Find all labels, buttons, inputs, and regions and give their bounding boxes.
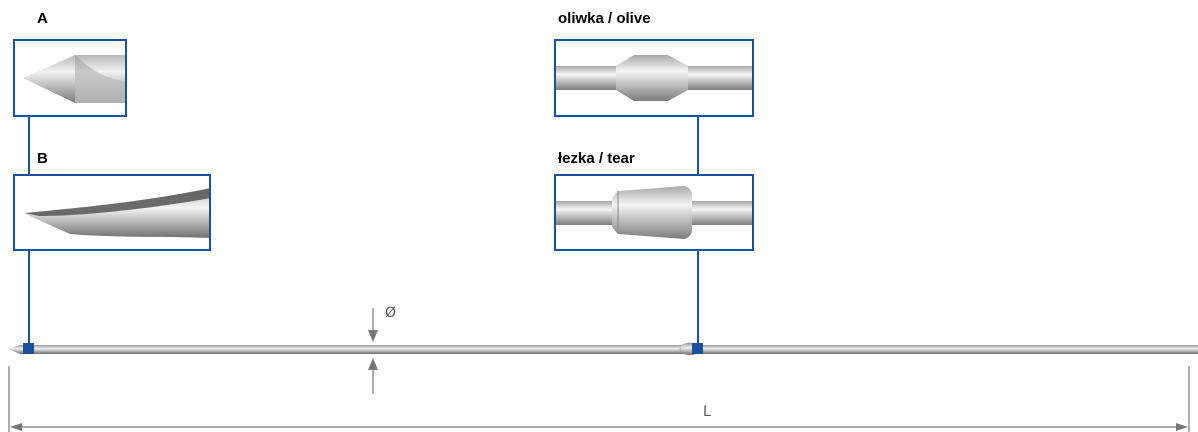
connector-line-b-probe: [28, 250, 30, 346]
diameter-dimension: [368, 308, 378, 394]
tip-a-illustration: [23, 55, 125, 103]
olive-illustration: [556, 55, 752, 101]
diameter-label: Ø: [385, 305, 397, 321]
tip-b-illustration: [23, 188, 209, 238]
tear-detail-box: [554, 174, 754, 251]
tear-illustration: [556, 186, 752, 239]
probe-shaft: [8, 342, 1198, 356]
length-dimension: [8, 366, 1190, 432]
connector-line-olive-tear: [697, 116, 699, 174]
connector-line-tear-probe: [697, 250, 699, 346]
olive-detail-box: [554, 39, 754, 117]
tip-a-detail-box: [13, 39, 127, 117]
connector-line-a-b: [28, 116, 30, 174]
tip-marker: [23, 343, 34, 354]
length-label: L: [703, 404, 711, 420]
head-marker: [692, 343, 703, 354]
tip-b-label: B: [37, 150, 48, 167]
olive-label: oliwka / olive: [558, 10, 651, 27]
tear-label: łezka / tear: [558, 150, 635, 167]
tip-a-label: A: [37, 10, 48, 27]
tip-b-detail-box: [13, 174, 211, 251]
